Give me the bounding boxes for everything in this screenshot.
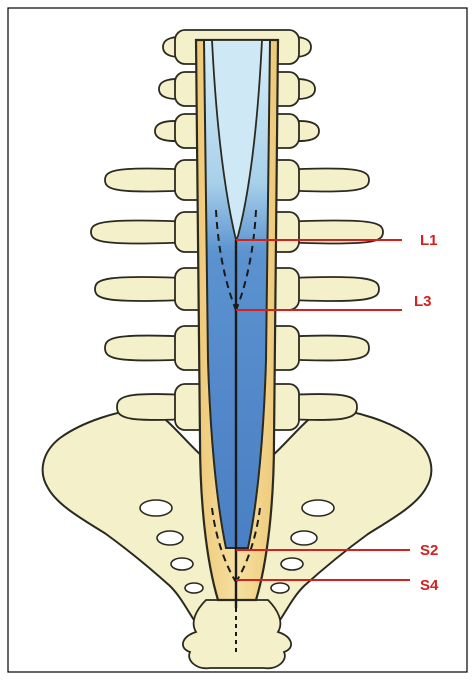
label-s2: S2: [420, 542, 438, 559]
label-s4: S4: [420, 577, 439, 594]
label-l3: L3: [414, 293, 432, 310]
label-l1: L1: [420, 232, 438, 249]
